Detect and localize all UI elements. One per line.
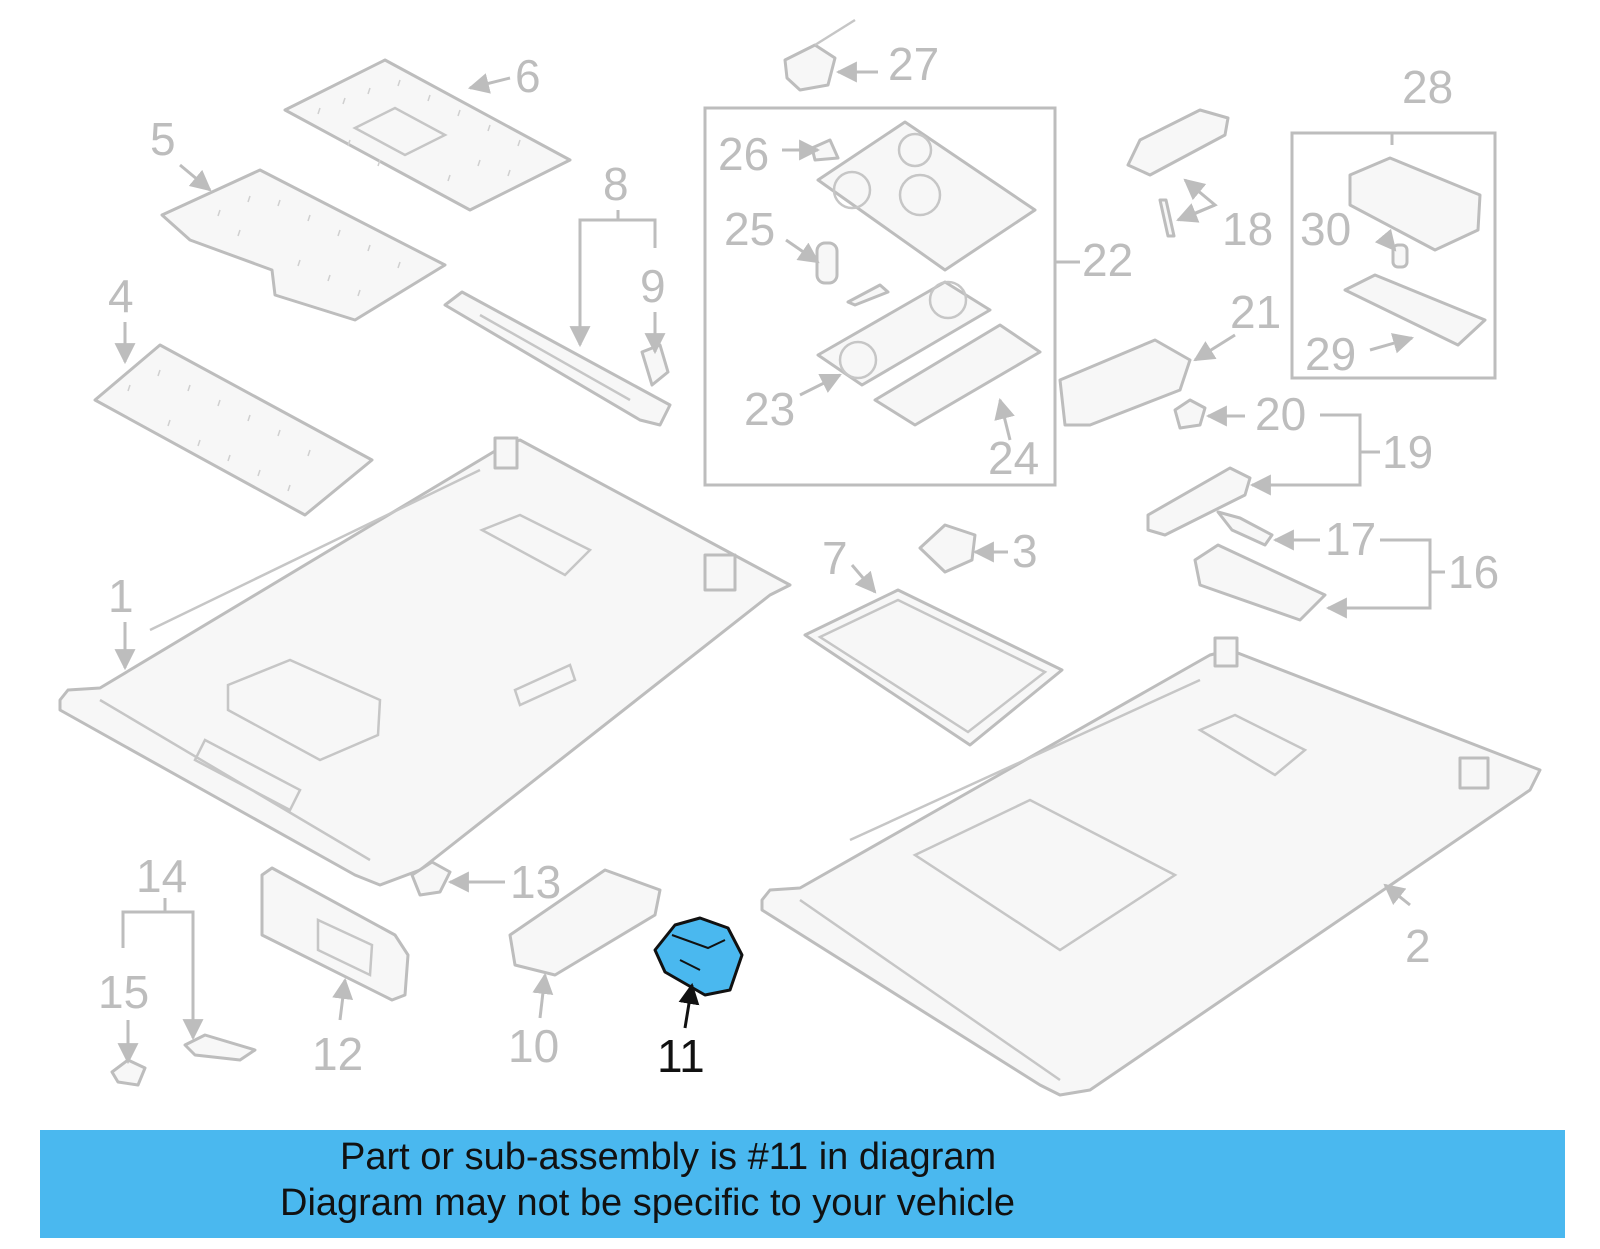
callout-24: 24 [988,432,1039,484]
part-11-highlighted [653,916,744,997]
part-14-bracket [183,1033,257,1062]
part-22-console-group [703,106,1057,487]
part-7-sunroof-frame [803,588,1064,747]
callout-20: 20 [1255,388,1306,440]
callout-22: 22 [1082,234,1133,286]
callout-23: 23 [744,383,795,435]
callout-27: 27 [888,38,939,90]
callout-2: 2 [1405,920,1431,972]
callout-labels: 6 5 4 8 9 1 27 26 25 22 23 24 28 18 30 2… [98,38,1499,1082]
callout-6: 6 [515,50,541,102]
callout-26: 26 [718,128,769,180]
part-1-headliner [58,436,792,887]
callout-8: 8 [603,158,629,210]
banner-line-part-info: Part or sub-assembly is #11 in diagram [340,1136,997,1178]
callout-25: 25 [724,203,775,255]
part-16-lamp [1193,543,1327,622]
part-3-bracket [918,523,977,574]
part-6-panel [283,58,572,212]
part-17-bulb [1216,510,1274,547]
part-10-bezel [508,868,662,977]
callout-4: 4 [108,270,134,322]
callout-17: 17 [1325,513,1376,565]
callout-29: 29 [1305,328,1356,380]
part-5-pad [160,168,447,322]
callout-16: 16 [1448,546,1499,598]
callout-28: 28 [1402,61,1453,113]
banner-line-disclaimer: Diagram may not be specific to your vehi… [280,1182,1015,1224]
callout-3: 3 [1012,525,1038,577]
part-13-clip [410,860,452,897]
part-12-sunvisor [260,866,410,1002]
part-28-lamp-group [1290,131,1497,380]
callout-13: 13 [510,856,561,908]
leader-lines [114,61,1445,1065]
part-4-pad [93,343,374,517]
part-20-socket [1173,398,1207,430]
part-2-headliner [760,636,1542,1097]
callout-1: 1 [108,570,134,622]
callout-18: 18 [1222,203,1273,255]
callout-19: 19 [1382,426,1433,478]
callout-12: 12 [312,1028,363,1080]
callout-9: 9 [640,260,666,312]
callout-14: 14 [136,850,187,902]
info-banner: Part or sub-assembly is #11 in diagram D… [40,1130,1565,1238]
part-21-bracket [1058,338,1192,427]
callout-11: 11 [657,1030,705,1082]
callout-21: 21 [1230,286,1281,338]
part-18-grab-handle [1126,108,1230,238]
callout-15: 15 [98,966,149,1018]
part-8-strip [443,290,672,427]
callout-5: 5 [150,113,176,165]
part-19-lamp [1146,466,1252,537]
callout-30: 30 [1300,203,1351,255]
callout-10: 10 [508,1020,559,1072]
part-15-clip [110,1058,147,1087]
callout-7: 7 [822,532,848,584]
part-27-socket [783,18,856,92]
